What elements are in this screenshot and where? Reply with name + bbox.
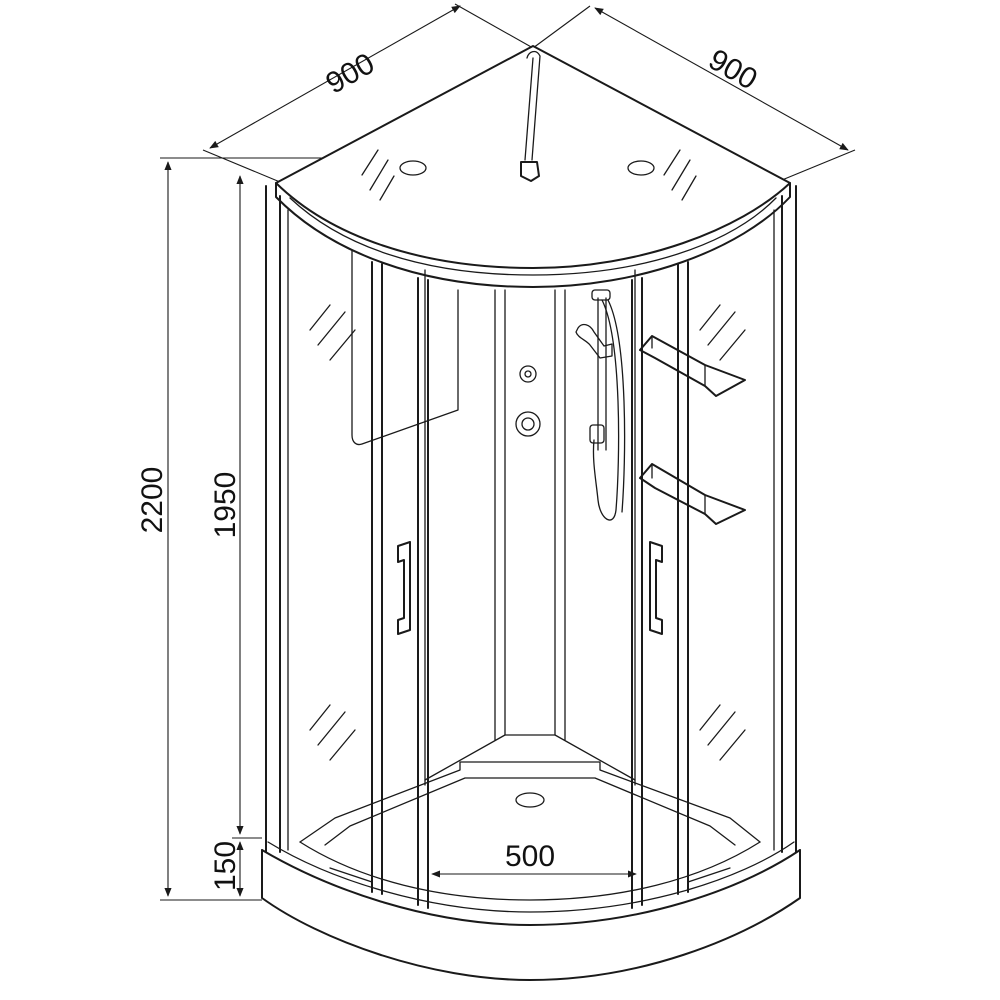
- sliding-door-right[interactable]: [631, 261, 731, 909]
- cabin-roof: [275, 45, 791, 288]
- sliding-door-left[interactable]: [329, 261, 429, 909]
- dimension-label-door-opening: 500: [505, 840, 555, 873]
- shower-tray: [261, 734, 801, 981]
- dimension-label-tray-height: 150: [209, 841, 242, 891]
- door-handle-left-icon[interactable]: [397, 541, 411, 635]
- dimension-tray-height: 150: [209, 841, 244, 897]
- corner-shelf-lower: [639, 463, 746, 525]
- roof-light-left-icon: [399, 160, 427, 176]
- dimension-cabin-height: 1950: [209, 175, 262, 839]
- door-handle-right-icon[interactable]: [649, 541, 663, 635]
- dimension-total-height: 2200: [136, 157, 528, 901]
- glass-reflections: [309, 304, 746, 761]
- mixer-knob-icon: [519, 365, 537, 383]
- dimension-label-cabin-height: 1950: [209, 472, 242, 539]
- hose-connector-icon: [520, 161, 540, 182]
- shower-mixer-icon: [515, 411, 541, 437]
- shower-rail-icon: [575, 289, 626, 521]
- cabin-frame: [265, 185, 797, 853]
- drain-icon: [515, 792, 545, 808]
- roof-light-right-icon: [627, 160, 655, 176]
- dimension-label-width-left: 900: [320, 47, 380, 101]
- corner-shelf-upper: [639, 335, 746, 397]
- back-walls: [351, 249, 636, 786]
- dimension-label-total-height: 2200: [136, 467, 169, 534]
- dimension-label-width-right: 900: [703, 43, 763, 97]
- dimension-door-opening: 500: [431, 840, 637, 878]
